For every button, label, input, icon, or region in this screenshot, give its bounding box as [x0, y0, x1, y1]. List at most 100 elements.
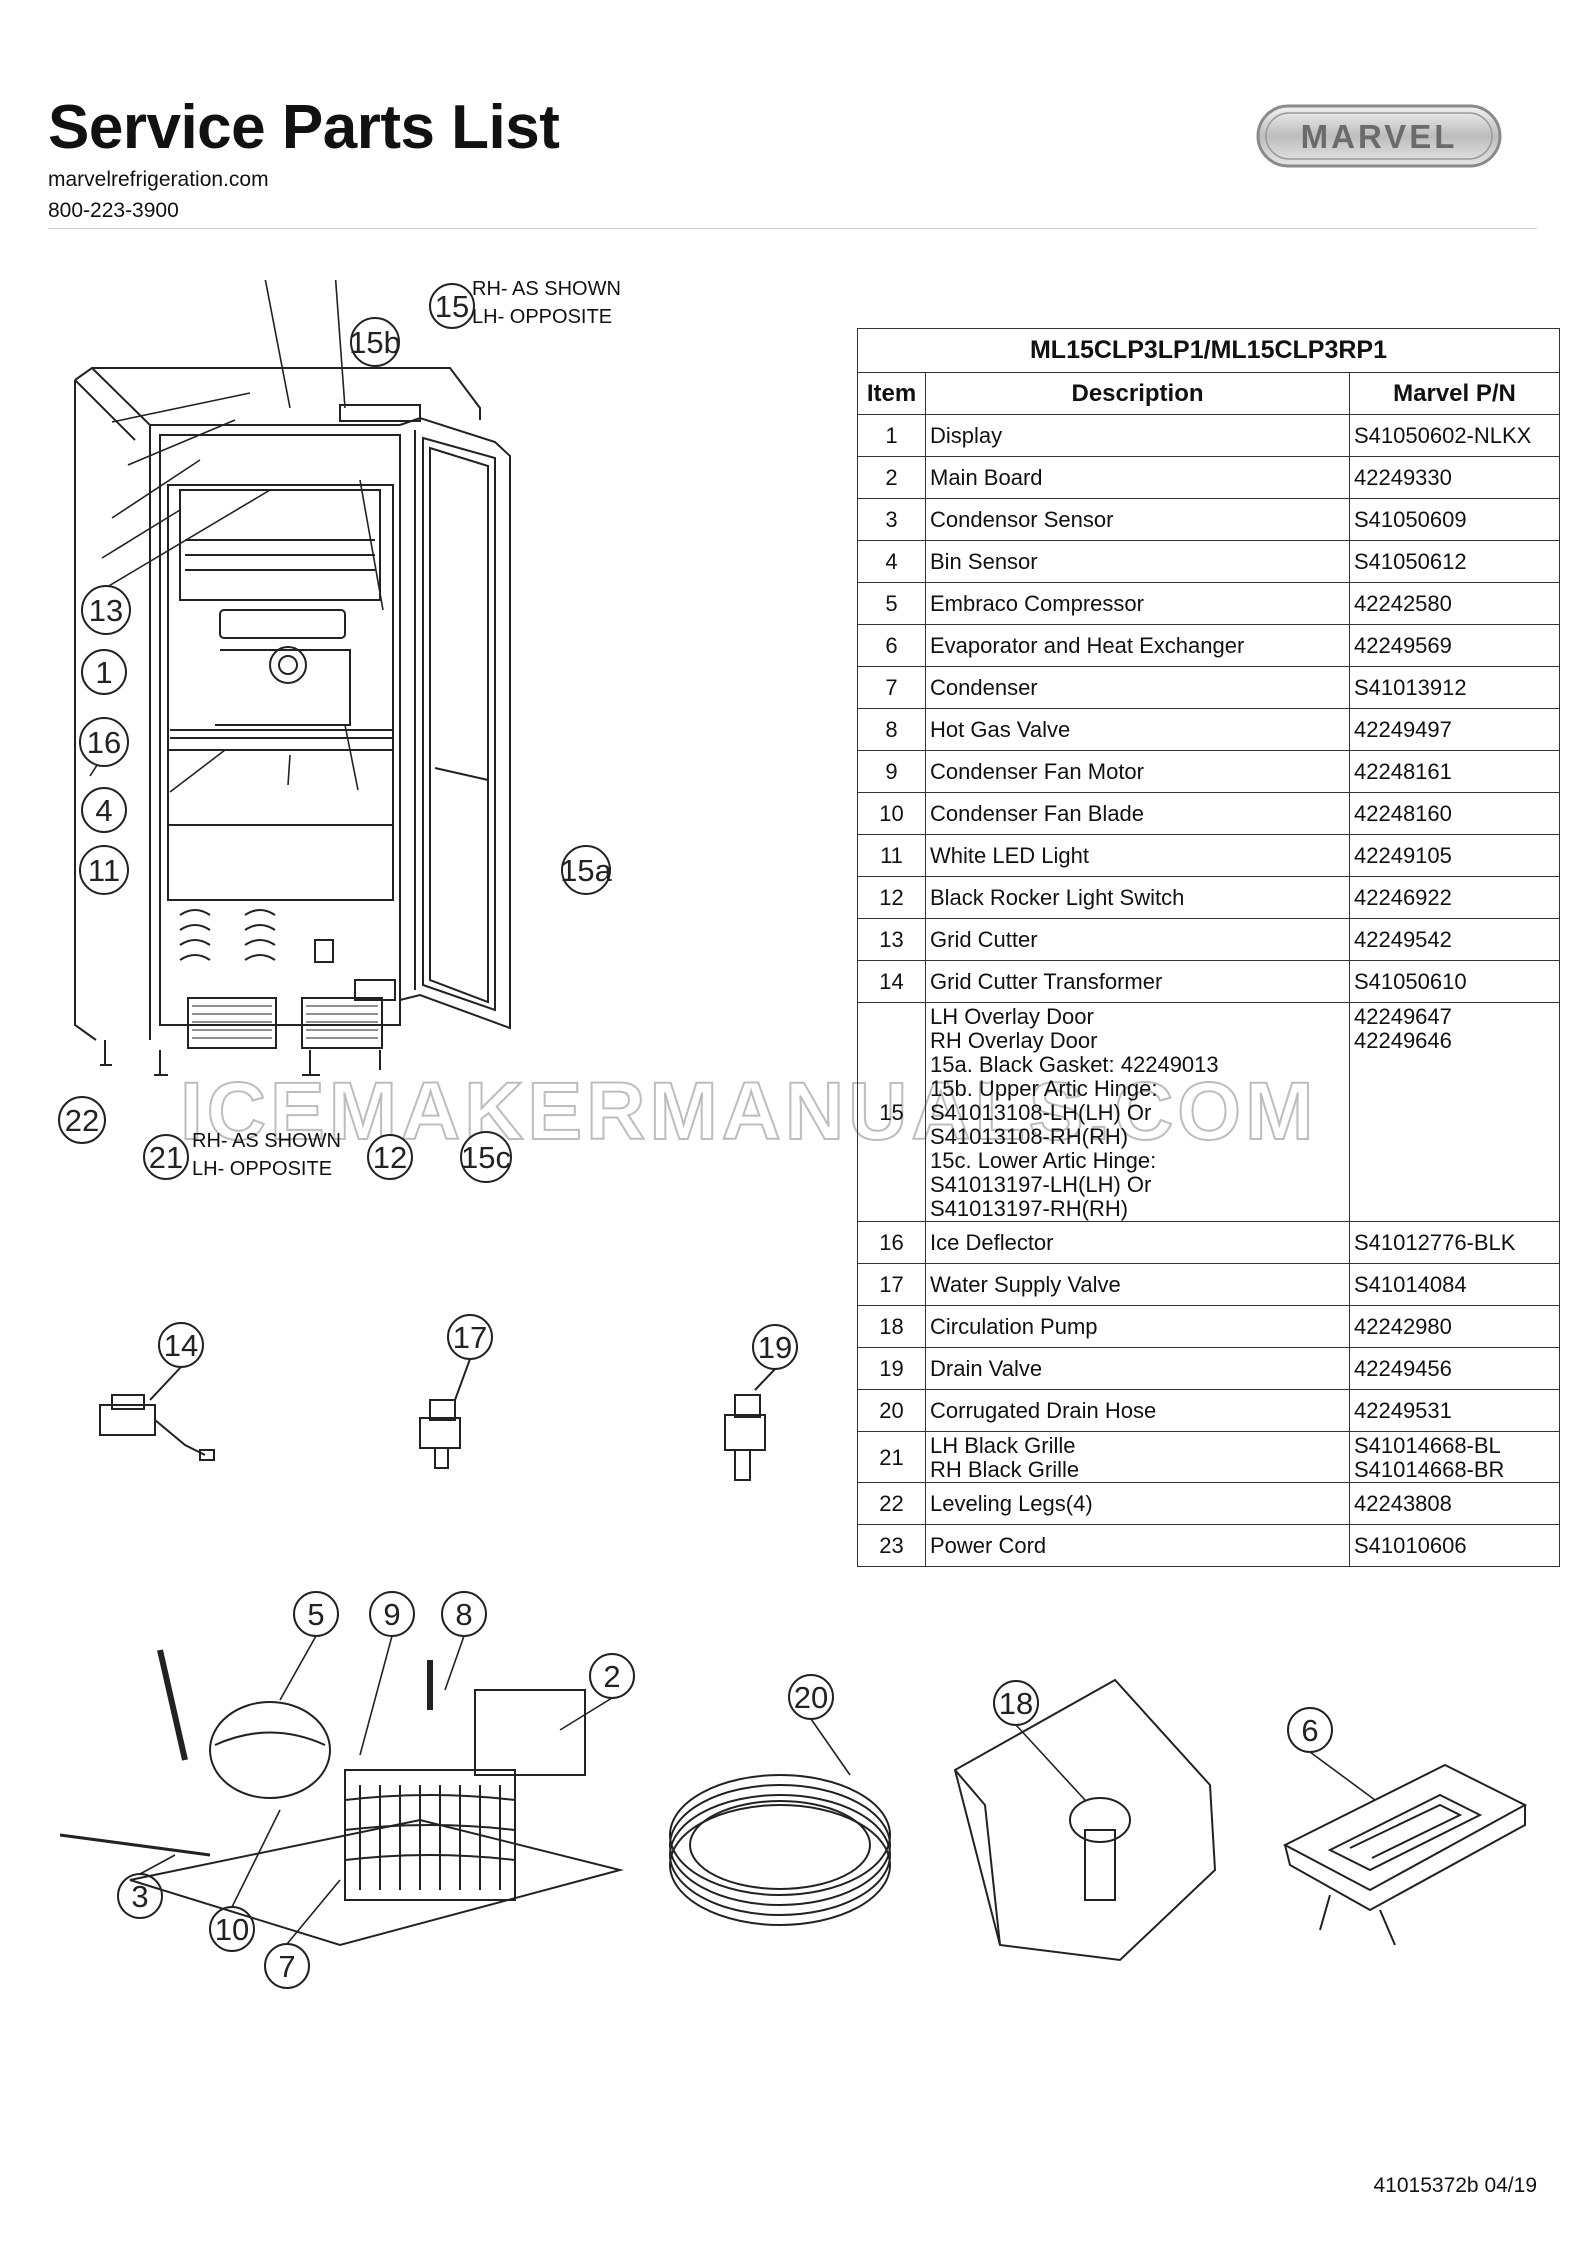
marvel-logo: MARVEL [1256, 104, 1502, 168]
part-number-cell: 42246922 [1349, 876, 1560, 919]
description-cell: Circulation Pump [925, 1305, 1350, 1348]
logo-text: MARVEL [1301, 118, 1458, 155]
part-number-cell: 42249531 [1349, 1389, 1560, 1432]
grille-note-line1: RH- AS SHOWN [192, 1130, 341, 1152]
part-number-cell: S41050610 [1349, 960, 1560, 1003]
page-title: Service Parts List [48, 93, 560, 162]
phone-text: 800-223-3900 [48, 199, 179, 222]
item-cell: 7 [857, 666, 926, 709]
part-number-cell: 42249647 42249646 [1349, 1002, 1560, 1222]
callout-7: 7 [278, 1949, 295, 1984]
website-text: marvelrefrigeration.com [48, 168, 269, 191]
description-cell: Hot Gas Valve [925, 708, 1350, 751]
callout-17: 17 [453, 1320, 487, 1355]
callout-12: 12 [373, 1140, 407, 1175]
callout-21: 21 [149, 1140, 183, 1175]
description-cell: LH Black Grille RH Black Grille [925, 1431, 1350, 1483]
part-number-cell: S41050609 [1349, 498, 1560, 541]
item-cell: 12 [857, 876, 926, 919]
description-cell: Power Cord [925, 1524, 1350, 1567]
item-cell: 1 [857, 414, 926, 457]
part-number-cell: 42249497 [1349, 708, 1560, 751]
callout-18: 18 [999, 1686, 1033, 1721]
document-number: 41015372b 04/19 [1373, 2174, 1538, 2197]
part-number-cell: 42242580 [1349, 582, 1560, 625]
item-cell: 23 [857, 1524, 926, 1567]
description-cell: Condensor Sensor [925, 498, 1350, 541]
part-number-cell: S41014084 [1349, 1263, 1560, 1306]
item-cell: 3 [857, 498, 926, 541]
callout-10: 10 [215, 1912, 249, 1947]
callout-6: 6 [1301, 1713, 1318, 1748]
item-cell: 2 [857, 456, 926, 499]
ice-maker-diagram [74, 280, 511, 1076]
description-cell: Embraco Compressor [925, 582, 1350, 625]
part-number-cell: 42248160 [1349, 792, 1560, 835]
header-divider [48, 228, 1537, 229]
item-cell: 8 [857, 708, 926, 751]
item-cell: 16 [857, 1221, 926, 1264]
part-number-cell: 42249105 [1349, 834, 1560, 877]
door-note-line1: RH- AS SHOWN [472, 278, 621, 300]
model-number: ML15CLP3LP1/ML15CLP3RP1 [857, 328, 1560, 373]
description-cell: Water Supply Valve [925, 1263, 1350, 1306]
door-note-line2: LH- OPPOSITE [472, 306, 613, 328]
callout-14: 14 [164, 1328, 198, 1363]
description-cell: Main Board [925, 456, 1350, 499]
grille-note-line2: LH- OPPOSITE [192, 1158, 333, 1180]
description-cell: Condenser Fan Blade [925, 792, 1350, 835]
part-number-cell: S41050612 [1349, 540, 1560, 583]
part-number-cell: S41012776-BLK [1349, 1221, 1560, 1264]
description-cell: LH Overlay Door RH Overlay Door 15a. Bla… [925, 1002, 1350, 1222]
item-cell: 10 [857, 792, 926, 835]
callout-22: 22 [65, 1103, 99, 1138]
part-number-cell: S41013912 [1349, 666, 1560, 709]
callout-9: 9 [383, 1597, 400, 1632]
item-cell: 18 [857, 1305, 926, 1348]
item-cell: 4 [857, 540, 926, 583]
item-cell: 13 [857, 918, 926, 961]
item-cell: 17 [857, 1263, 926, 1306]
description-cell: Evaporator and Heat Exchanger [925, 624, 1350, 667]
callout-15: 15 [435, 289, 469, 324]
item-cell: 20 [857, 1389, 926, 1432]
item-cell: 11 [857, 834, 926, 877]
callout-16: 16 [87, 725, 121, 760]
description-cell: Condenser Fan Motor [925, 750, 1350, 793]
description-cell: Grid Cutter [925, 918, 1350, 961]
parts-table: ML15CLP3LP1/ML15CLP3RP1 Item Description… [857, 328, 1560, 1567]
description-cell: Black Rocker Light Switch [925, 876, 1350, 919]
description-cell: Display [925, 414, 1350, 457]
callout-19: 19 [758, 1330, 792, 1365]
callout-13: 13 [89, 593, 123, 628]
part-number-cell: 42249330 [1349, 456, 1560, 499]
callout-1: 1 [95, 655, 112, 690]
callout-11: 11 [88, 853, 120, 888]
part-number-cell: S41014668-BL S41014668-BR [1349, 1431, 1560, 1483]
callout-8: 8 [455, 1597, 472, 1632]
item-cell: 6 [857, 624, 926, 667]
callout-5: 5 [307, 1597, 324, 1632]
column-header-part-number: Marvel P/N [1349, 372, 1560, 415]
callout-20: 20 [794, 1680, 828, 1715]
